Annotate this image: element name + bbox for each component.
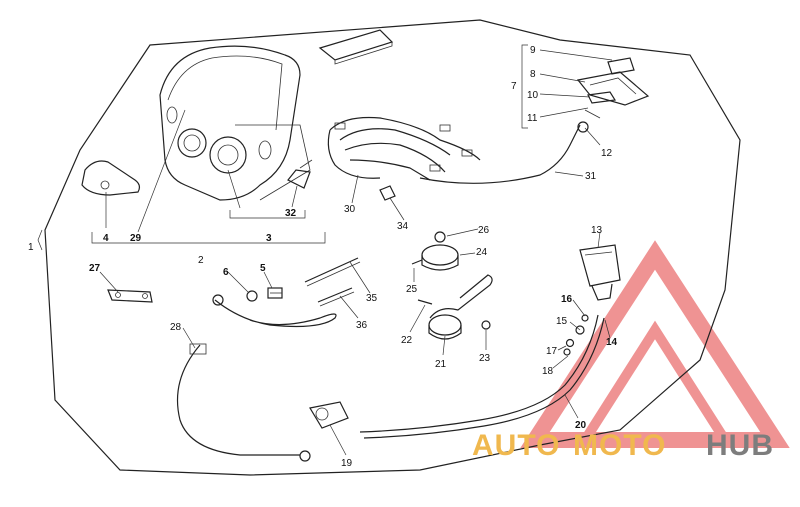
headlight-fairing — [159, 45, 311, 201]
bracket-4 — [81, 160, 141, 196]
callout-1: 1 — [28, 242, 34, 253]
cable-tie-36 — [317, 287, 353, 303]
cable-20 — [359, 314, 599, 433]
callout-6: 6 — [223, 267, 229, 278]
callout-18: 18 — [542, 366, 554, 377]
callout-13: 13 — [591, 225, 603, 236]
callout-32: 32 — [285, 208, 297, 219]
watermark-hub: HUB — [706, 429, 774, 462]
callout-2: 2 — [198, 255, 204, 266]
callout-30: 30 — [344, 204, 356, 215]
callout-15: 15 — [556, 316, 568, 327]
callout-17: 17 — [546, 346, 558, 357]
callout-11: 11 — [527, 113, 538, 124]
callout-3: 3 — [266, 233, 272, 244]
group-bracket-7 — [521, 44, 528, 129]
callout-16: 16 — [561, 294, 573, 305]
small-parts-15-18 — [563, 314, 589, 356]
callout-34: 34 — [397, 221, 409, 232]
watermark-moto: MOTO — [573, 429, 666, 462]
callout-27: 27 — [89, 263, 101, 274]
watermark-auto: AUTO — [472, 429, 560, 462]
callout-19: 19 — [341, 458, 353, 469]
callout-29: 29 — [130, 233, 142, 244]
nut-23 — [481, 320, 491, 330]
callout-4: 4 — [103, 233, 109, 244]
callout-36: 36 — [356, 320, 368, 331]
callout-35: 35 — [366, 293, 378, 304]
callout-5: 5 — [260, 263, 266, 274]
leader-lines — [99, 49, 613, 456]
callout-20: 20 — [575, 420, 587, 431]
callout-12: 12 — [601, 148, 613, 159]
switch-assembly-7 — [576, 57, 650, 133]
washer-6 — [246, 290, 258, 302]
callout-24: 24 — [476, 247, 488, 258]
callout-14: 14 — [606, 337, 618, 348]
screw-5 — [267, 287, 283, 299]
callout-10: 10 — [527, 90, 539, 101]
group-bracket-2 — [91, 232, 326, 244]
clamp-24 — [421, 231, 459, 271]
callout-26: 26 — [478, 225, 490, 236]
wiring-harness-30 — [327, 116, 481, 181]
callout-22: 22 — [401, 335, 413, 346]
bracket-27 — [107, 289, 153, 303]
callout-8: 8 — [530, 69, 536, 80]
callout-25: 25 — [406, 284, 418, 295]
callout-28: 28 — [170, 322, 182, 333]
sensor-13 — [579, 244, 621, 301]
group-bracket-3 — [229, 210, 306, 219]
screw-25 — [411, 259, 423, 265]
bracket-21 — [428, 274, 493, 340]
watermark-logo — [520, 240, 790, 448]
manual-booklet — [318, 29, 394, 65]
callout-23: 23 — [479, 353, 491, 364]
sender-19 — [309, 401, 349, 429]
callout-7: 7 — [511, 81, 517, 92]
callout-21: 21 — [435, 359, 447, 370]
clip-34 — [379, 185, 396, 201]
callout-9: 9 — [530, 45, 536, 56]
watermark-text: AUTO MOTO HUB — [472, 429, 774, 462]
callout-31: 31 — [585, 171, 597, 182]
screw-22 — [417, 299, 433, 305]
cable-28 — [177, 294, 337, 462]
cable-31 — [419, 124, 581, 184]
cable-tie-35 — [304, 257, 359, 283]
bulb-32 — [287, 159, 313, 189]
group-bracket-1 — [37, 229, 43, 251]
callout-labels: 1 2 3 4 5 6 7 8 9 10 11 12 13 14 15 16 1… — [28, 45, 618, 469]
kit-boundary — [44, 19, 741, 476]
